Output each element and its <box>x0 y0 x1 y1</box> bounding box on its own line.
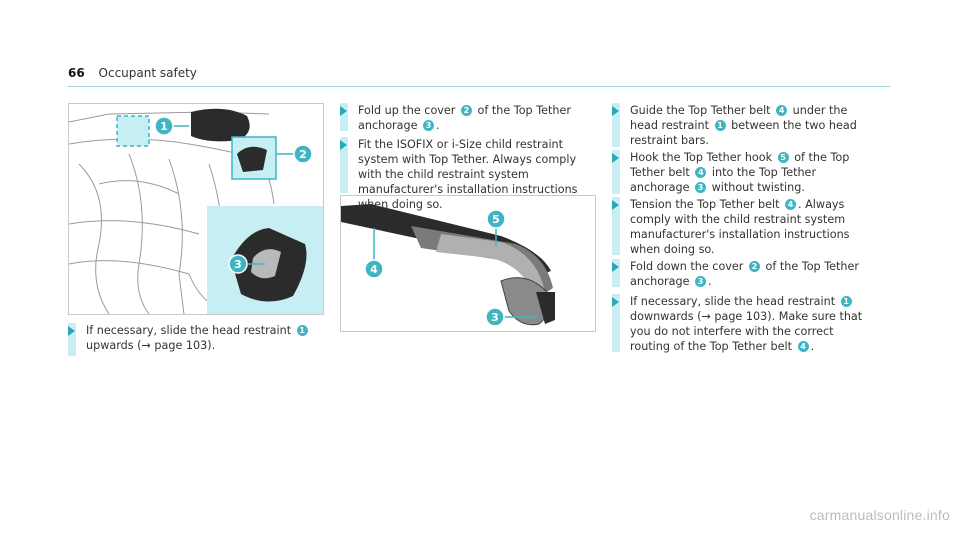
callout-badge: 2 <box>748 261 760 272</box>
head-restraint-highlight <box>116 115 150 147</box>
step-text-part: under the head restraint <box>630 104 848 132</box>
step-text-part: If necessary, slide the head restraint <box>86 324 295 337</box>
step-text-part: between the two head restraint bars. <box>630 119 857 147</box>
callout-badge: 1 <box>296 325 308 336</box>
callout-badge: 3 <box>423 120 435 131</box>
step-arrow-icon <box>612 200 619 210</box>
step-text: If necessary, slide the head restraint 1… <box>630 294 875 354</box>
figure-tether-hook: 5 4 3 <box>340 195 596 332</box>
step-text-part: downwards (→ page 103). Make sure that y… <box>630 310 863 353</box>
svg-text:5: 5 <box>492 213 500 226</box>
step-text-part: . <box>436 119 440 132</box>
callout-badge: 1 <box>840 296 852 307</box>
section-title: Occupant safety <box>98 66 197 80</box>
step-text-part: . <box>810 340 815 353</box>
head-restraint <box>191 108 250 142</box>
step-text-part: . <box>708 275 712 288</box>
step-arrow-icon <box>612 106 619 116</box>
callout-badge: 4 <box>776 105 788 116</box>
watermark: carmanualsonline.info <box>809 507 950 523</box>
step-text-part: into the Top Tether anchorage <box>630 166 817 194</box>
callout-5: 5 <box>486 209 506 246</box>
step-text: If necessary, slide the head restraint 1… <box>86 323 331 353</box>
callout-badge: 4 <box>797 341 809 352</box>
callout-2: 2 <box>276 144 313 164</box>
step-text: Fold up the cover 2 of the Top Tether an… <box>358 103 603 133</box>
page-header: 66 Occupant safety <box>68 66 197 80</box>
step-arrow-icon <box>612 297 619 307</box>
callout-1: 1 <box>154 116 189 136</box>
step-text-part: Fit the ISOFIX or i-Size child restraint… <box>358 138 578 211</box>
step-text: Fold down the cover 2 of the Top Tether … <box>630 259 875 289</box>
callout-4: 4 <box>364 228 384 279</box>
step-text-part: of the Top Tether anchorage <box>358 104 571 132</box>
tether-anchorage <box>536 292 555 324</box>
callout-badge: 1 <box>714 120 726 131</box>
callout-badge: 4 <box>695 167 707 178</box>
svg-text:4: 4 <box>370 263 378 276</box>
step-text-part: If necessary, slide the head restraint <box>630 295 839 308</box>
rear-seat-illustration: 1 2 3 <box>69 108 323 314</box>
svg-text:2: 2 <box>299 148 307 161</box>
callout-badge: 5 <box>777 152 789 163</box>
step-arrow-icon <box>68 326 75 336</box>
step-text-part: . Always comply with the child restraint… <box>630 198 850 256</box>
step-arrow-icon <box>340 140 347 150</box>
callout-badge: 3 <box>695 182 707 193</box>
step-arrow-icon <box>612 262 619 272</box>
step-text: Hook the Top Tether hook 5 of the Top Te… <box>630 150 875 195</box>
figure-rear-seat: 1 2 3 <box>68 103 324 315</box>
callout-badge: 3 <box>695 276 707 287</box>
step-text-part: Guide the Top Tether belt <box>630 104 775 117</box>
step-text-part: Tension the Top Tether belt <box>630 198 784 211</box>
tether-hook-illustration: 5 4 3 <box>341 204 555 327</box>
step-arrow-icon <box>340 106 347 116</box>
page-number: 66 <box>68 66 85 80</box>
step-text-part: of the Top Tether belt <box>630 151 850 179</box>
step-text-part: Fold up the cover <box>358 104 459 117</box>
callout-badge: 4 <box>785 199 797 210</box>
step-text: Guide the Top Tether belt 4 under the he… <box>630 103 875 148</box>
callout-badge: 2 <box>460 105 472 116</box>
svg-text:3: 3 <box>234 258 242 271</box>
callout-3: 3 <box>228 254 265 274</box>
step-text-part: Fold down the cover <box>630 260 747 273</box>
svg-text:3: 3 <box>491 311 499 324</box>
callout-3b: 3 <box>485 307 537 327</box>
step-text-part: of the Top Tether anchorage <box>630 260 859 288</box>
step-arrow-icon <box>612 153 619 163</box>
header-rule <box>68 86 890 87</box>
step-text-part: without twisting. <box>708 181 805 194</box>
step-text: Tension the Top Tether belt 4. Always co… <box>630 197 875 257</box>
step-text: Fit the ISOFIX or i-Size child restraint… <box>358 137 603 212</box>
step-text-part: upwards (→ page 103). <box>86 339 216 352</box>
step-text-part: Hook the Top Tether hook <box>630 151 776 164</box>
svg-text:1: 1 <box>160 120 168 133</box>
